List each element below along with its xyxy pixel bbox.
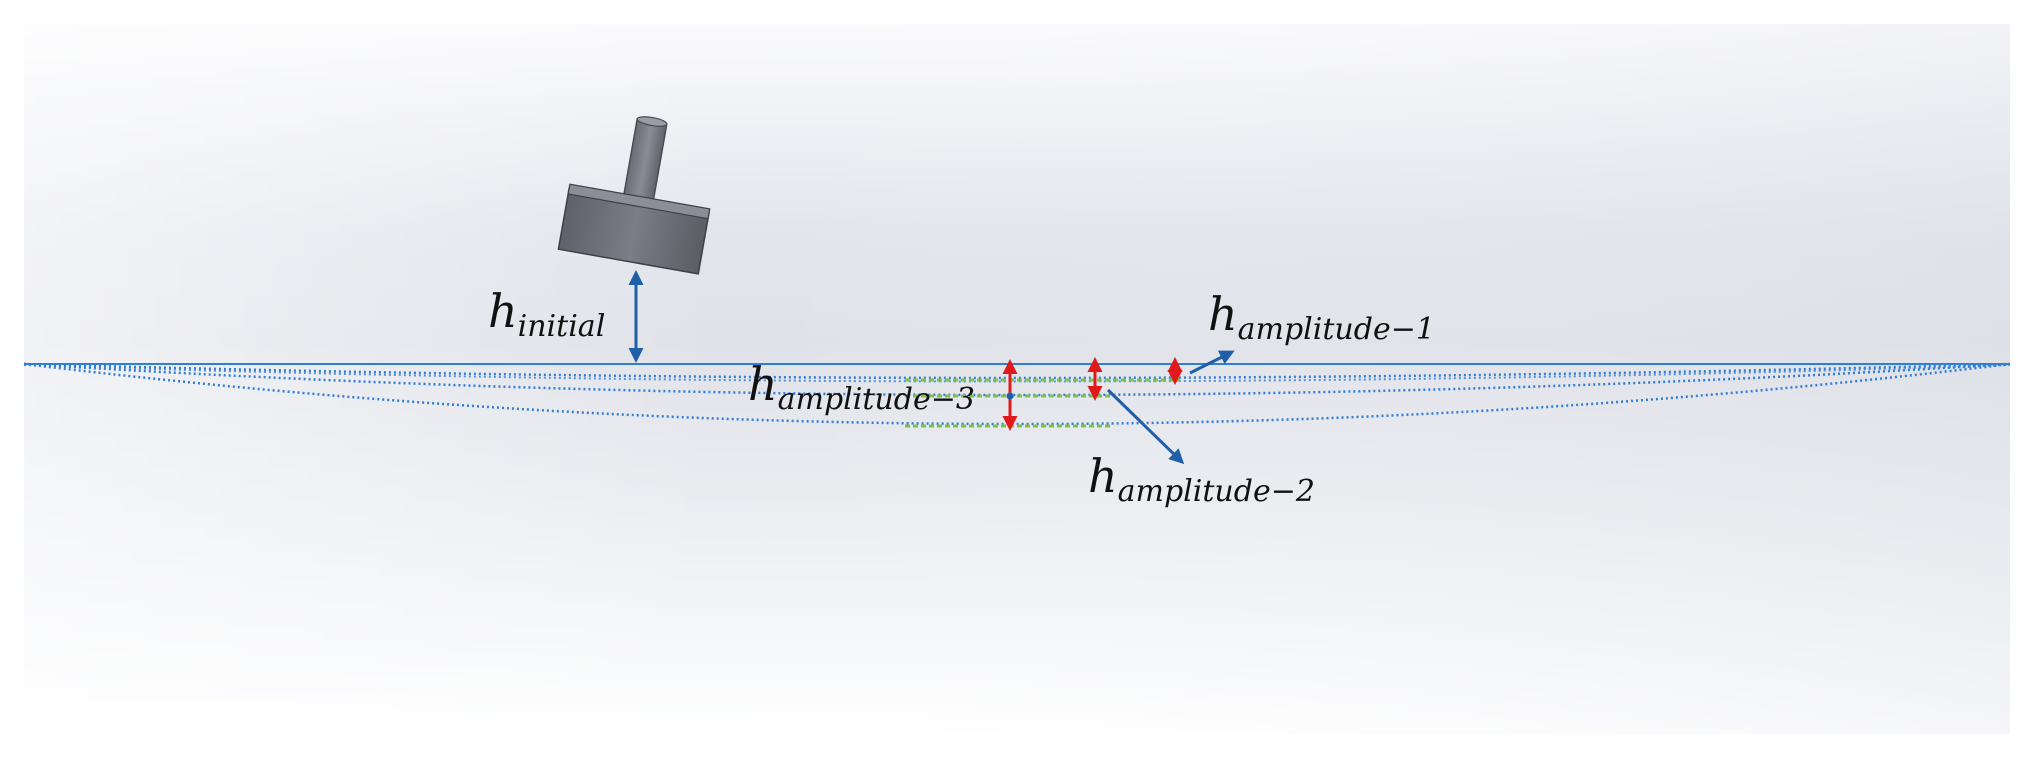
h-amplitude-3-label: hamplitude−3 (748, 357, 975, 417)
membrane-deflection-1 (23, 362, 2011, 380)
amplitude-1-leader (1189, 350, 1235, 375)
h-amplitude-2-label: hamplitude−2 (1088, 449, 1315, 509)
impactor-body-top (567, 183, 711, 220)
impactor (557, 116, 711, 275)
h-initial-label: hinitial (488, 284, 605, 344)
impactor-stem-top (636, 116, 668, 127)
membrane-deflection-2 (23, 362, 2011, 397)
amplitude-2-leader (1106, 388, 1185, 465)
h-amplitude-1-label: hamplitude−1 (1208, 287, 1435, 347)
amplitude-3-midpoint (1006, 392, 1014, 400)
amplitude-reference-lines (905, 378, 1180, 428)
membrane-deflection-1b (23, 364, 2011, 383)
